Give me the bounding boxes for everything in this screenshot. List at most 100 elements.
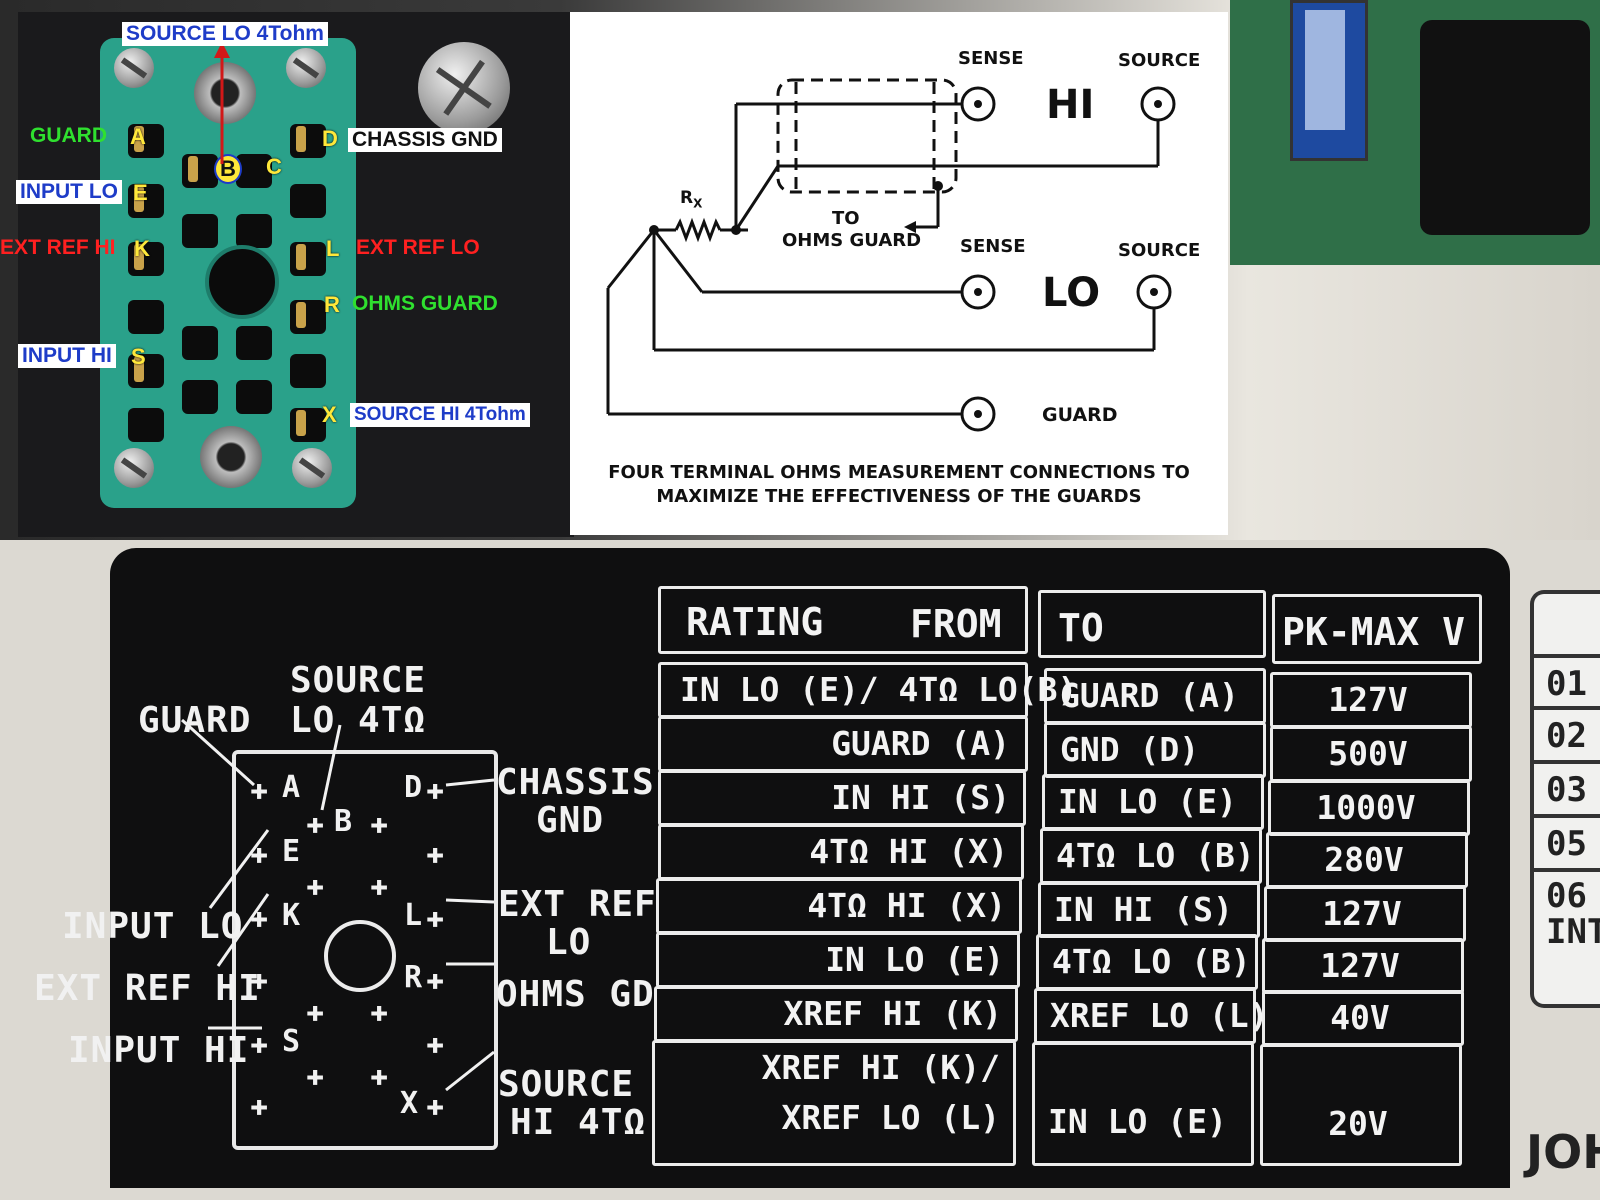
row-1-v: 127V [1328,680,1408,719]
guard-label: GUARD [1042,404,1118,426]
plate-pin-d: D [404,770,424,805]
screw-icon [114,48,154,88]
row-8-to: IN LO (E) [1048,1102,1227,1141]
label-guard: GUARD [30,124,107,147]
header-to: TO [1058,606,1104,650]
plate-label-chassis-2: GND [536,800,605,841]
row-2-v: 500V [1328,734,1408,773]
source-lo-label: SOURCE [1118,240,1201,261]
row-7-from: XREF HI (K) [783,994,1002,1033]
screw-icon [286,48,326,88]
caption-line-2: MAXIMIZE THE EFFECTIVENESS OF THE GUARDS [656,486,1142,507]
header-pk-max: PK-MAX V [1282,610,1466,654]
screw-icon [114,448,154,488]
option-plate: 01 02 03 05 06 INT [1530,590,1600,1008]
plate-label-guard: GUARD [138,700,252,741]
row-1-to: GUARD (A) [1060,676,1239,715]
row-4-from: 4TΩ HI (X) [809,832,1008,871]
row-6-v: 127V [1320,946,1400,985]
label-ohms-guard: OHMS GUARD [352,292,498,315]
row-5-from: 4TΩ HI (X) [807,886,1006,925]
caption-line-1: FOUR TERMINAL OHMS MEASUREMENT CONNECTIO… [608,462,1190,483]
option-cell: 03 [1546,770,1587,810]
header-rating: RATING [686,600,824,644]
schematic-diagram: SENSE SOURCE HI RX TO OHMS GUARD SENSE S… [570,12,1228,535]
plate-label-source-lo-1: SOURCE [290,660,427,701]
label-ext-ref-hi: EXT REF HI [0,236,116,259]
screw-icon [418,42,510,134]
row-4-v: 280V [1324,840,1404,879]
screw-icon [292,448,332,488]
pin-a-letter: A [130,124,146,149]
plate-pin-a: A [282,770,302,805]
row-7-to: XREF LO (L) [1050,996,1269,1035]
row-2-from: GUARD (A) [831,724,1010,763]
option-cell: INT [1546,912,1600,952]
connector-center-hole [205,245,279,319]
row-6-to: 4TΩ LO (B) [1052,942,1251,981]
pin-l-letter: L [326,236,340,261]
rx-label: RX [680,188,703,211]
row-7-v: 40V [1330,998,1390,1037]
threaded-insert-icon [200,426,262,488]
pin-b-letter: B [214,154,242,184]
plate-label-source-hi-2: HI 4TΩ [510,1102,647,1143]
row-8-from-1: XREF HI (K)/ [761,1048,1000,1087]
plate-pin-b: B [334,804,354,839]
label-source-lo: SOURCE LO 4Tohm [122,22,328,46]
plate-pin-x: X [400,1086,420,1121]
plate-label-input-lo: INPUT LO [62,906,244,947]
plate-leader-lines [180,718,495,1092]
row-3-from: IN HI (S) [831,778,1010,817]
sense-hi-label: SENSE [958,48,1024,69]
row-1-from: IN LO (E)/ 4TΩ LO(B) [680,670,1078,709]
plate-label-ext-ref-hi: EXT REF HI [34,968,261,1009]
pin-r-letter: R [324,292,340,317]
source-hi-label: SOURCE [1118,50,1201,71]
plate-label-input-hi: INPUT HI [68,1030,250,1071]
pin-map-center [324,920,396,992]
source-lo-arrow [214,42,230,164]
label-ext-ref-lo: EXT REF LO [356,236,480,259]
row-8-from-2: XREF LO (L) [781,1098,1000,1137]
row-5-to: IN HI (S) [1054,890,1233,929]
connector-body [100,38,356,508]
option-cell: 01 [1546,664,1587,704]
pin-map-box [232,750,498,1150]
option-cell: 06 [1546,876,1587,916]
row-2-to: GND (D) [1060,730,1200,769]
label-source-hi: SOURCE HI 4Tohm [350,403,530,427]
plate-pin-l: L [404,898,424,933]
plate-pin-e: E [282,834,302,869]
label-chassis-gnd: CHASSIS GND [348,128,502,152]
sense-lo-label: SENSE [960,236,1026,257]
label-input-hi: INPUT HI [18,344,116,368]
pin-k-letter: K [134,236,150,261]
ohms-guard-label: OHMS GUARD [782,230,922,251]
dip-switch-slot [1305,10,1345,130]
label-plate [110,548,1510,1188]
header-from: FROM [910,602,1002,646]
schematic-wiring [606,78,1176,432]
pin-e-letter: E [133,180,148,205]
plate-label-ext-ref-lo-2: LO [546,922,592,963]
dip-switch [1290,0,1368,161]
row-4-to: 4TΩ LO (B) [1056,836,1255,875]
label-input-lo: INPUT LO [16,180,122,204]
hi-label: HI [1046,82,1095,128]
pin-c-letter: C [266,154,282,179]
plate-label-ohms-gd: OHMS GD [496,974,655,1015]
plate-label-ext-ref-lo-1: EXT REF [498,884,657,925]
to-label: TO [832,208,860,229]
row-5-v: 127V [1322,894,1402,933]
threaded-insert-icon [194,62,256,124]
pin-d-letter: D [322,126,338,151]
plate-pin-k: K [282,898,302,933]
option-cell: 02 [1546,716,1587,756]
row-3-v: 1000V [1316,788,1416,827]
board-component [1420,20,1590,235]
plate-pin-s: S [282,1024,302,1059]
maker-text: JOH [1526,1125,1600,1179]
row-6-from: IN LO (E) [825,940,1004,979]
plate-label-source-lo-2: LO 4TΩ [290,700,427,741]
